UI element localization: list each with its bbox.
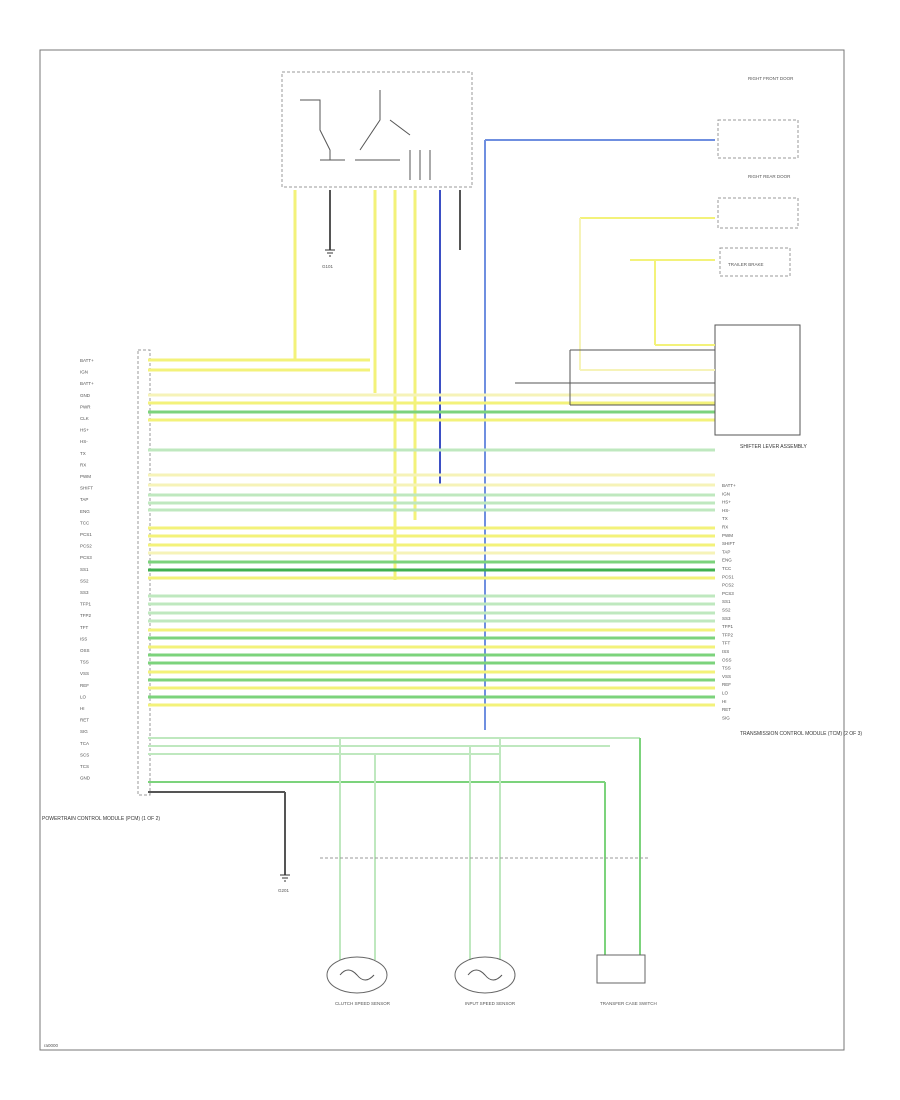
ground-label-2: G201	[278, 888, 290, 893]
left-pin-label: BATT+	[80, 358, 94, 363]
right-pin-label: REF	[722, 682, 731, 687]
right-upper-wires	[515, 217, 715, 406]
right-pin-label: VSS	[722, 674, 731, 679]
left-pin-label: GND	[80, 393, 91, 398]
right-top-module-2-label: RIGHT REAR DOOR	[748, 174, 791, 179]
right-mid-module-label: TRAILER BRAKE	[728, 262, 764, 267]
right-pin-label: HS-	[722, 508, 730, 513]
right-top-module-2	[717, 197, 799, 229]
right-pin-label: RET	[722, 707, 731, 712]
right-pin-label: LO	[722, 691, 729, 696]
right-pin-label: TX	[722, 516, 728, 521]
left-pin-label: TCS	[80, 764, 89, 769]
left-pin-label: SS1	[80, 567, 89, 572]
left-pin-label: GND	[80, 776, 91, 781]
right-mid-module	[719, 247, 791, 277]
left-pin-label: PWR	[80, 404, 91, 409]
left-pin-label: RX	[80, 462, 86, 467]
transfer-case-switch	[596, 954, 646, 984]
left-pin-label: SS2	[80, 578, 89, 583]
right-pin-labels: BATT+ IGN HS+ HS- TX RX PWM SHIFT TAP ENG TCC PCS1P…	[722, 483, 736, 720]
right-pin-label: TCC	[722, 566, 732, 571]
left-pin-label: TX	[80, 451, 86, 456]
left-pin-label: CLK	[80, 416, 89, 421]
left-pin-label: PCS1	[80, 532, 92, 537]
left-module-box	[137, 349, 151, 796]
left-pin-label: TCC	[80, 520, 90, 525]
left-pin-label: IGN	[80, 370, 88, 375]
left-pin-label: TFP1	[80, 602, 91, 607]
fuse-block-internal	[300, 90, 431, 180]
left-pin-label: REF	[80, 683, 89, 688]
right-pin-label: SS1	[722, 599, 731, 604]
right-pin-label: PCS3	[722, 591, 734, 596]
right-module-label: TRANSMISSION CONTROL MODULE (TCM) (2 OF …	[740, 731, 862, 737]
left-pin-label: PCS3	[80, 555, 92, 560]
left-pin-labels: BATT+ IGN BATT+ GND PWR CLK HS+ HS- TX RX PWM SHIFT…	[80, 358, 94, 781]
right-pin-label: BATT+	[722, 483, 736, 488]
right-pin-label: ENG	[722, 558, 732, 563]
right-pin-label: HS+	[722, 500, 731, 505]
transfer-case-switch-label: TRANSFER CASE SWITCH	[600, 1001, 657, 1006]
diagram-frame	[39, 49, 845, 1051]
right-top-module-1-label: RIGHT FRONT DOOR	[748, 76, 794, 81]
top-vertical-wires	[148, 139, 715, 730]
right-pin-label: RX	[722, 525, 728, 530]
left-pin-label: SHIFT	[80, 486, 93, 491]
right-pin-label: IGN	[722, 491, 730, 496]
bottom-wires	[148, 737, 650, 960]
clutch-speed-sensor	[326, 956, 388, 994]
fuse-block-top	[281, 71, 473, 188]
left-pin-label: TAP	[80, 497, 88, 502]
right-pin-label: PCS2	[722, 583, 734, 588]
left-module-label: POWERTRAIN CONTROL MODULE (PCM) (1 OF 2)	[42, 816, 160, 822]
right-pin-label: OSS	[722, 657, 732, 662]
right-pin-label: ISS	[722, 649, 729, 654]
right-pin-label: SIG	[722, 715, 730, 720]
left-pin-label: TFP2	[80, 613, 91, 618]
ground-label-1: G101	[322, 264, 334, 269]
right-pin-label: PWM	[722, 533, 733, 538]
left-pin-label: HI	[80, 706, 85, 711]
right-pin-label: SS2	[722, 608, 731, 613]
left-pin-label: PWM	[80, 474, 91, 479]
clutch-speed-sensor-label: CLUTCH SPEED SENSOR	[335, 1001, 391, 1006]
input-speed-sensor	[454, 956, 516, 994]
right-pin-label: HI	[722, 699, 727, 704]
shifter-assembly-box	[714, 324, 801, 436]
right-pin-label: SHIFT	[722, 541, 735, 546]
left-pin-label: SS3	[80, 590, 89, 595]
left-pin-label: TCA	[80, 741, 89, 746]
left-pin-label: ISS	[80, 636, 87, 641]
left-pin-label: ENG	[80, 509, 90, 514]
left-pin-label: PCS2	[80, 544, 92, 549]
left-pin-label: OSS	[80, 648, 90, 653]
right-pin-label: TSS	[722, 666, 731, 671]
left-pin-label: VSS	[80, 671, 89, 676]
input-speed-sensor-label: INPUT SPEED SENSOR	[465, 1001, 516, 1006]
left-pin-label: RET	[80, 718, 89, 723]
right-pin-label: TFT	[722, 641, 730, 646]
right-pin-label: SS3	[722, 616, 731, 621]
right-pin-label: TAP	[722, 549, 730, 554]
left-pin-label: HS+	[80, 428, 89, 433]
ground-symbol-1	[325, 249, 335, 257]
shifter-assembly-label: SHIFTER LEVER ASSEMBLY	[740, 444, 808, 450]
right-top-module-1	[717, 119, 799, 159]
left-pin-label: TSS	[80, 660, 89, 665]
right-pin-label: PCS1	[722, 574, 734, 579]
left-pin-label: BATT+	[80, 381, 94, 386]
footer-code: ra0000	[44, 1043, 59, 1048]
left-pin-label: LO	[80, 694, 87, 699]
left-pin-label: HS-	[80, 439, 88, 444]
right-pin-label: TFP2	[722, 632, 733, 637]
horizontal-harness	[148, 358, 715, 707]
left-pin-label: SIG	[80, 729, 88, 734]
ground-symbol-2	[280, 874, 290, 882]
left-pin-label: SCS	[80, 752, 89, 757]
right-pin-label: TFP1	[722, 624, 733, 629]
left-pin-label: TFT	[80, 625, 88, 630]
